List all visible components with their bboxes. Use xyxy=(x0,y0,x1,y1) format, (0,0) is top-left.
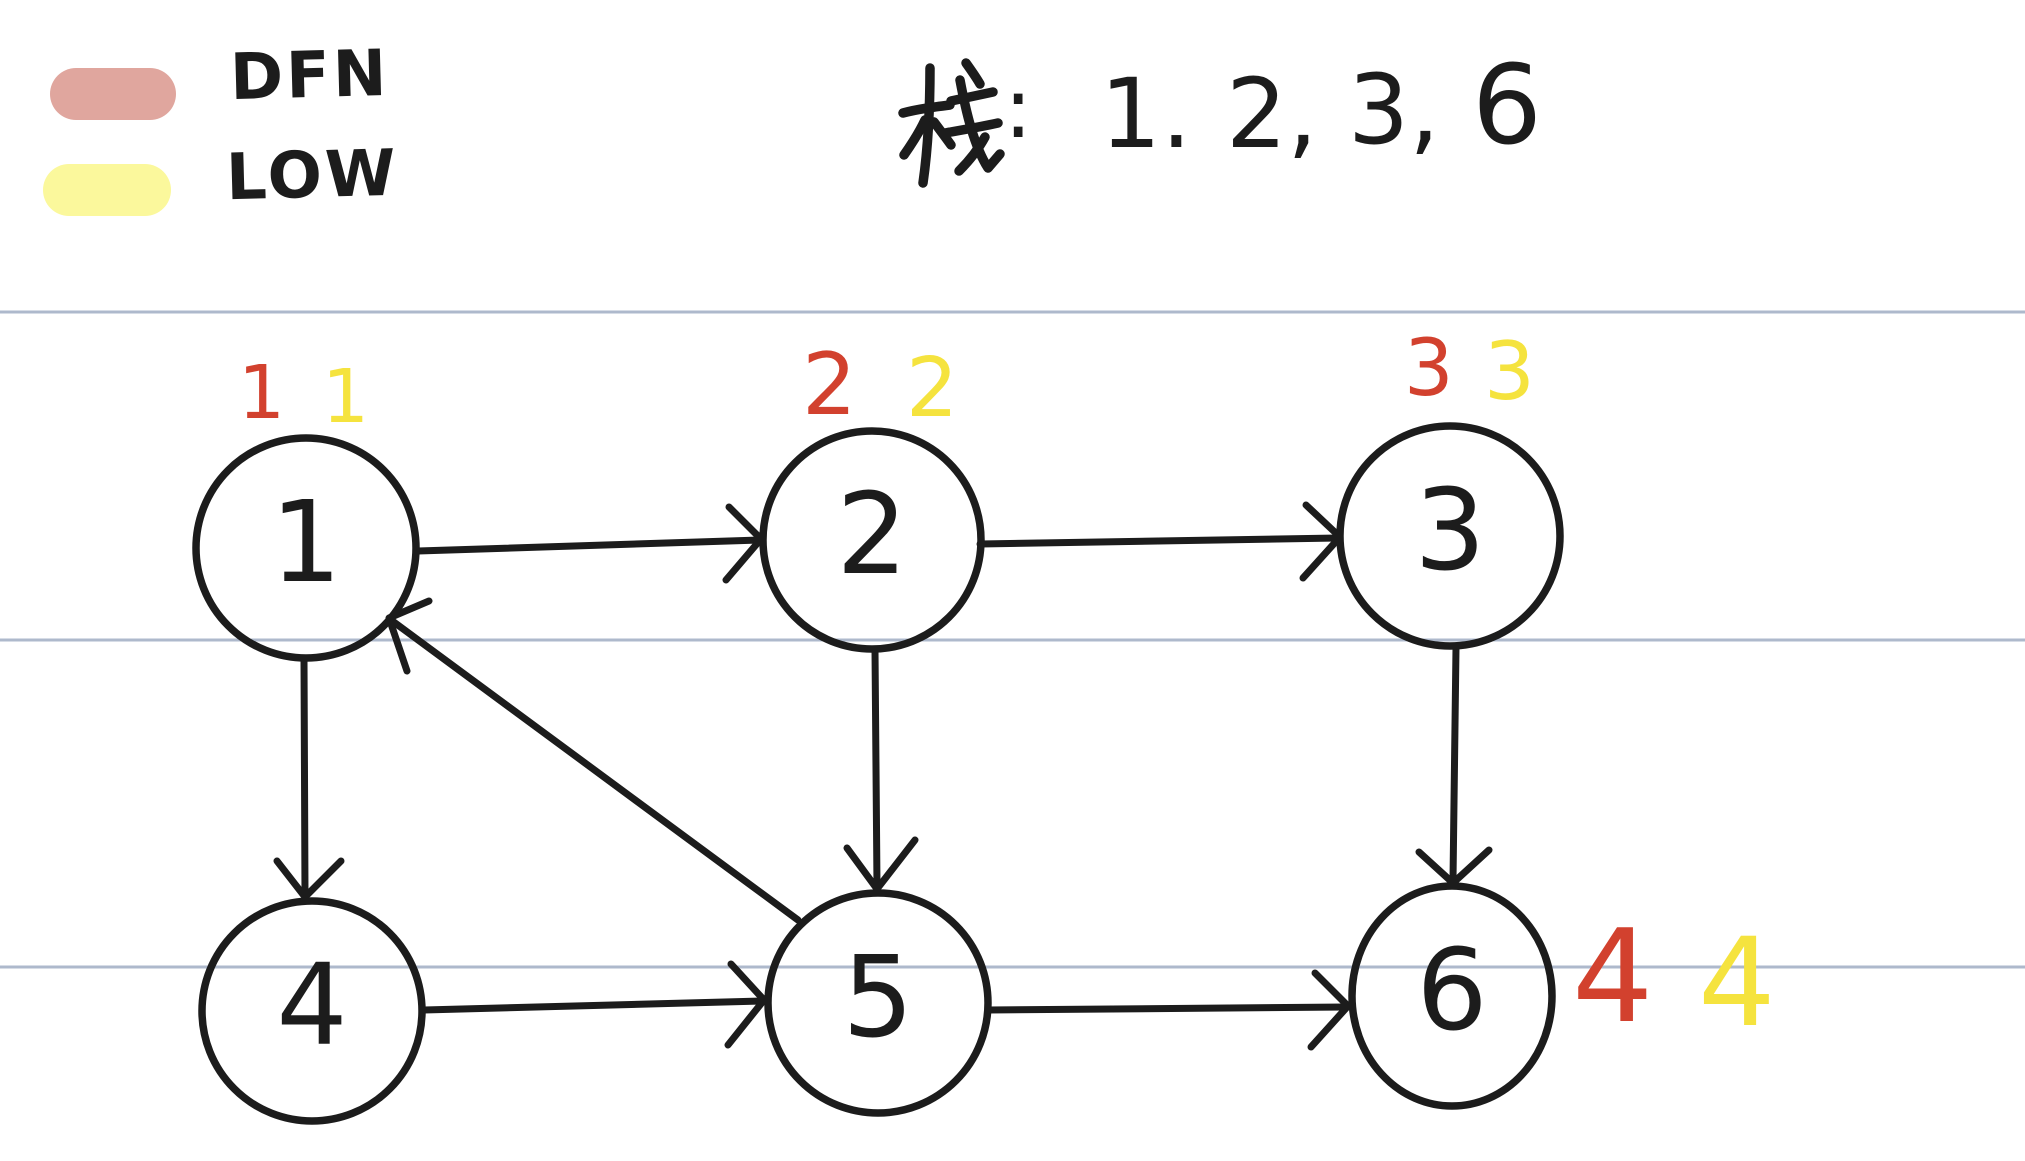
dfn-value-node-6: 4 xyxy=(1572,903,1654,1052)
legend-label-dfn: DFN xyxy=(229,36,391,116)
low-value-node-3: 3 xyxy=(1484,325,1535,418)
dfn-value-node-2: 2 xyxy=(802,335,857,435)
edge-2-5 xyxy=(871,646,881,890)
stack-hanzi-zhan: 栈 xyxy=(898,58,1005,188)
stack-separator: : xyxy=(1004,59,1033,157)
arrowhead-5-6 xyxy=(1307,969,1352,1051)
arrowhead-2-5 xyxy=(843,836,919,893)
legend-label-low: LOW xyxy=(225,136,400,216)
edge-5-6 xyxy=(984,1003,1350,1014)
node-circle-6 xyxy=(1348,882,1556,1110)
node-circle-4 xyxy=(198,897,426,1125)
node-circle-5 xyxy=(764,889,992,1117)
edge-5-1 xyxy=(387,616,802,924)
stack-item: 1. xyxy=(1100,58,1192,170)
legend-swatch-dfn xyxy=(50,68,176,120)
legend-swatch-low xyxy=(43,164,171,216)
edge-1-4 xyxy=(300,655,309,898)
node-circle-3 xyxy=(1336,422,1564,650)
arrowhead-4-5 xyxy=(724,960,768,1049)
node-label-4: 4 xyxy=(276,940,348,1071)
ruled-lines xyxy=(0,310,2025,969)
node-circle-1 xyxy=(192,434,420,662)
dfn-value-node-1: 1 xyxy=(238,350,286,436)
stack-item: 3, xyxy=(1348,54,1440,166)
edge-4-5 xyxy=(420,997,766,1014)
stack-item: 2, xyxy=(1226,58,1318,170)
node-label-5: 5 xyxy=(842,932,914,1063)
node-label-2: 2 xyxy=(836,469,908,600)
node-label-1: 1 xyxy=(270,477,342,608)
dfn-value-node-3: 3 xyxy=(1404,324,1454,414)
node-label-3: 3 xyxy=(1414,465,1486,596)
edge-1-2 xyxy=(414,536,764,555)
node-label-6: 6 xyxy=(1416,925,1488,1056)
low-value-node-2: 2 xyxy=(906,341,959,436)
arrowhead-1-4 xyxy=(273,857,345,901)
stack-item: 6 xyxy=(1472,41,1542,169)
node-circle-2 xyxy=(759,427,985,653)
edge-2-3 xyxy=(976,534,1342,548)
low-value-node-6: 4 xyxy=(1698,912,1776,1054)
low-value-node-1: 1 xyxy=(322,354,370,440)
edge-3-6 xyxy=(1449,644,1460,884)
